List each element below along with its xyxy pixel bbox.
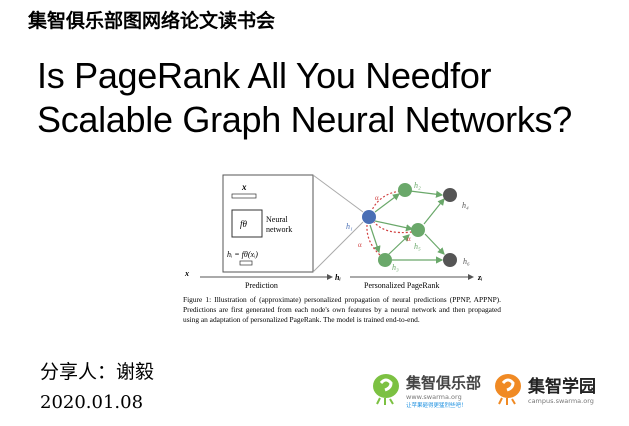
figure-caption: Figure 1: Illustration of (approximate) … xyxy=(183,295,501,324)
node-h2 xyxy=(398,183,412,197)
slide-title: Is PageRank All You Needfor Scalable Gra… xyxy=(37,54,572,142)
node-h3 xyxy=(378,253,392,267)
campus-logo-icon xyxy=(495,374,521,405)
svg-text:h₃: h₃ xyxy=(392,263,399,272)
date: 2020.01.08 xyxy=(40,392,144,413)
neural-label: Neural xyxy=(266,215,289,224)
svg-text:h₂: h₂ xyxy=(414,181,421,190)
svg-text:hᵢ: hᵢ xyxy=(335,273,341,282)
svg-text:h₆: h₆ xyxy=(463,257,470,266)
prediction-label: Prediction xyxy=(245,281,278,290)
svg-text:α: α xyxy=(375,194,379,202)
svg-text:h₁: h₁ xyxy=(346,222,353,231)
svg-text:x: x xyxy=(184,269,189,278)
svg-text:α: α xyxy=(407,235,411,243)
hi-equation: hᵢ = fθ(xᵢ) xyxy=(227,250,258,259)
swarma-logo-icon xyxy=(373,374,399,405)
title-line-1: Is PageRank All You Needfor xyxy=(37,55,492,96)
ppnp-figure: x fθ Neural network hᵢ = fθ(xᵢ) x Predic… xyxy=(184,174,483,290)
header-title: 集智俱乐部图网络论文读书会 xyxy=(28,10,276,32)
node-h4 xyxy=(443,188,457,202)
neural-network-box xyxy=(222,174,314,273)
svg-text:zᵢ: zᵢ xyxy=(477,273,483,282)
node-h1 xyxy=(362,210,376,224)
f-theta-label: fθ xyxy=(240,219,248,229)
title-line-2: Scalable Graph Neural Networks? xyxy=(37,99,572,140)
node-h5 xyxy=(411,223,425,237)
svg-text:h₅: h₅ xyxy=(414,242,421,251)
input-label: x xyxy=(241,182,247,192)
svg-text:α: α xyxy=(358,241,362,249)
svg-text:h₄: h₄ xyxy=(462,201,469,210)
ppr-label: Personalized PageRank xyxy=(364,281,439,290)
network-label: network xyxy=(266,225,292,234)
presenter: 分享人：谢毅 xyxy=(40,361,155,383)
node-h6 xyxy=(443,253,457,267)
